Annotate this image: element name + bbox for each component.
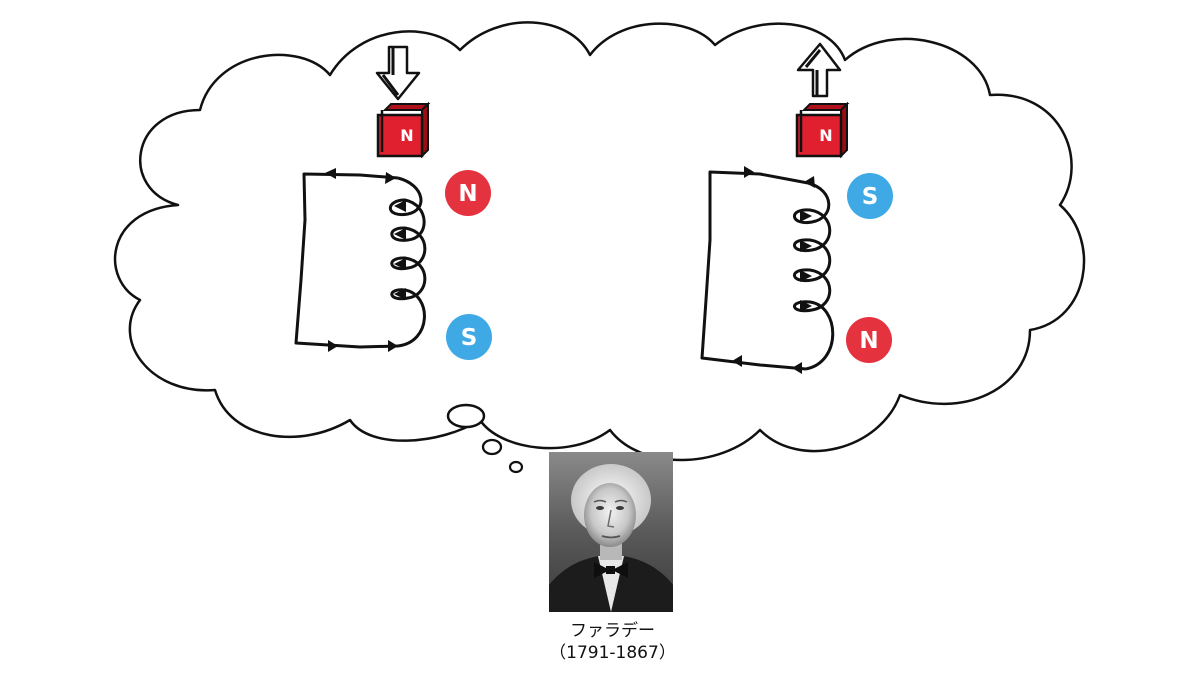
current-arrow-icon — [744, 166, 754, 178]
current-arrow-icon — [800, 300, 812, 312]
portrait-caption-name: ファラデー — [570, 621, 655, 641]
current-arrow-icon — [325, 168, 336, 179]
thought-bubble-small — [508, 460, 524, 474]
south-pole-badge: S — [446, 314, 492, 360]
magnet-pole-label: N — [819, 126, 832, 145]
current-arrow-icon — [732, 355, 742, 367]
motion-down-arrow-icon — [375, 45, 421, 101]
portrait-photo — [549, 452, 673, 612]
current-arrow-icon — [328, 340, 338, 352]
current-arrow-icon — [388, 340, 398, 352]
svg-text:N: N — [458, 181, 477, 207]
current-arrow-icon — [792, 362, 802, 374]
current-arrow-icon — [394, 228, 406, 240]
current-arrow-icon — [385, 172, 396, 184]
left-panel: N N S — [294, 45, 492, 360]
coil — [388, 176, 427, 348]
portrait-caption-years: （1791-1867） — [549, 643, 676, 663]
south-pole-badge: S — [847, 173, 893, 219]
thought-bubble-large — [446, 403, 486, 429]
current-arrow-icon — [800, 240, 812, 252]
svg-text:N: N — [859, 328, 878, 354]
thought-bubble-medium — [481, 438, 503, 456]
coil — [793, 181, 835, 371]
bar-magnet-icon — [376, 101, 431, 159]
north-pole-badge: N — [445, 170, 491, 216]
current-arrow-icon — [394, 258, 406, 270]
svg-text:S: S — [461, 325, 478, 351]
current-arrow-icon — [800, 210, 812, 222]
current-arrow-icon — [800, 270, 812, 282]
north-pole-badge: N — [846, 317, 892, 363]
right-panel: N S N — [700, 42, 893, 374]
bar-magnet-icon — [795, 101, 850, 159]
current-arrow-icon — [394, 200, 406, 212]
circuit-wire — [294, 172, 399, 349]
circuit-wire — [700, 170, 809, 371]
magnet-pole-label: N — [400, 126, 413, 145]
thought-cloud — [113, 21, 1086, 462]
current-arrow-icon — [804, 176, 815, 188]
svg-text:S: S — [862, 184, 879, 210]
motion-up-arrow-icon — [796, 42, 842, 98]
current-arrow-icon — [394, 288, 406, 300]
